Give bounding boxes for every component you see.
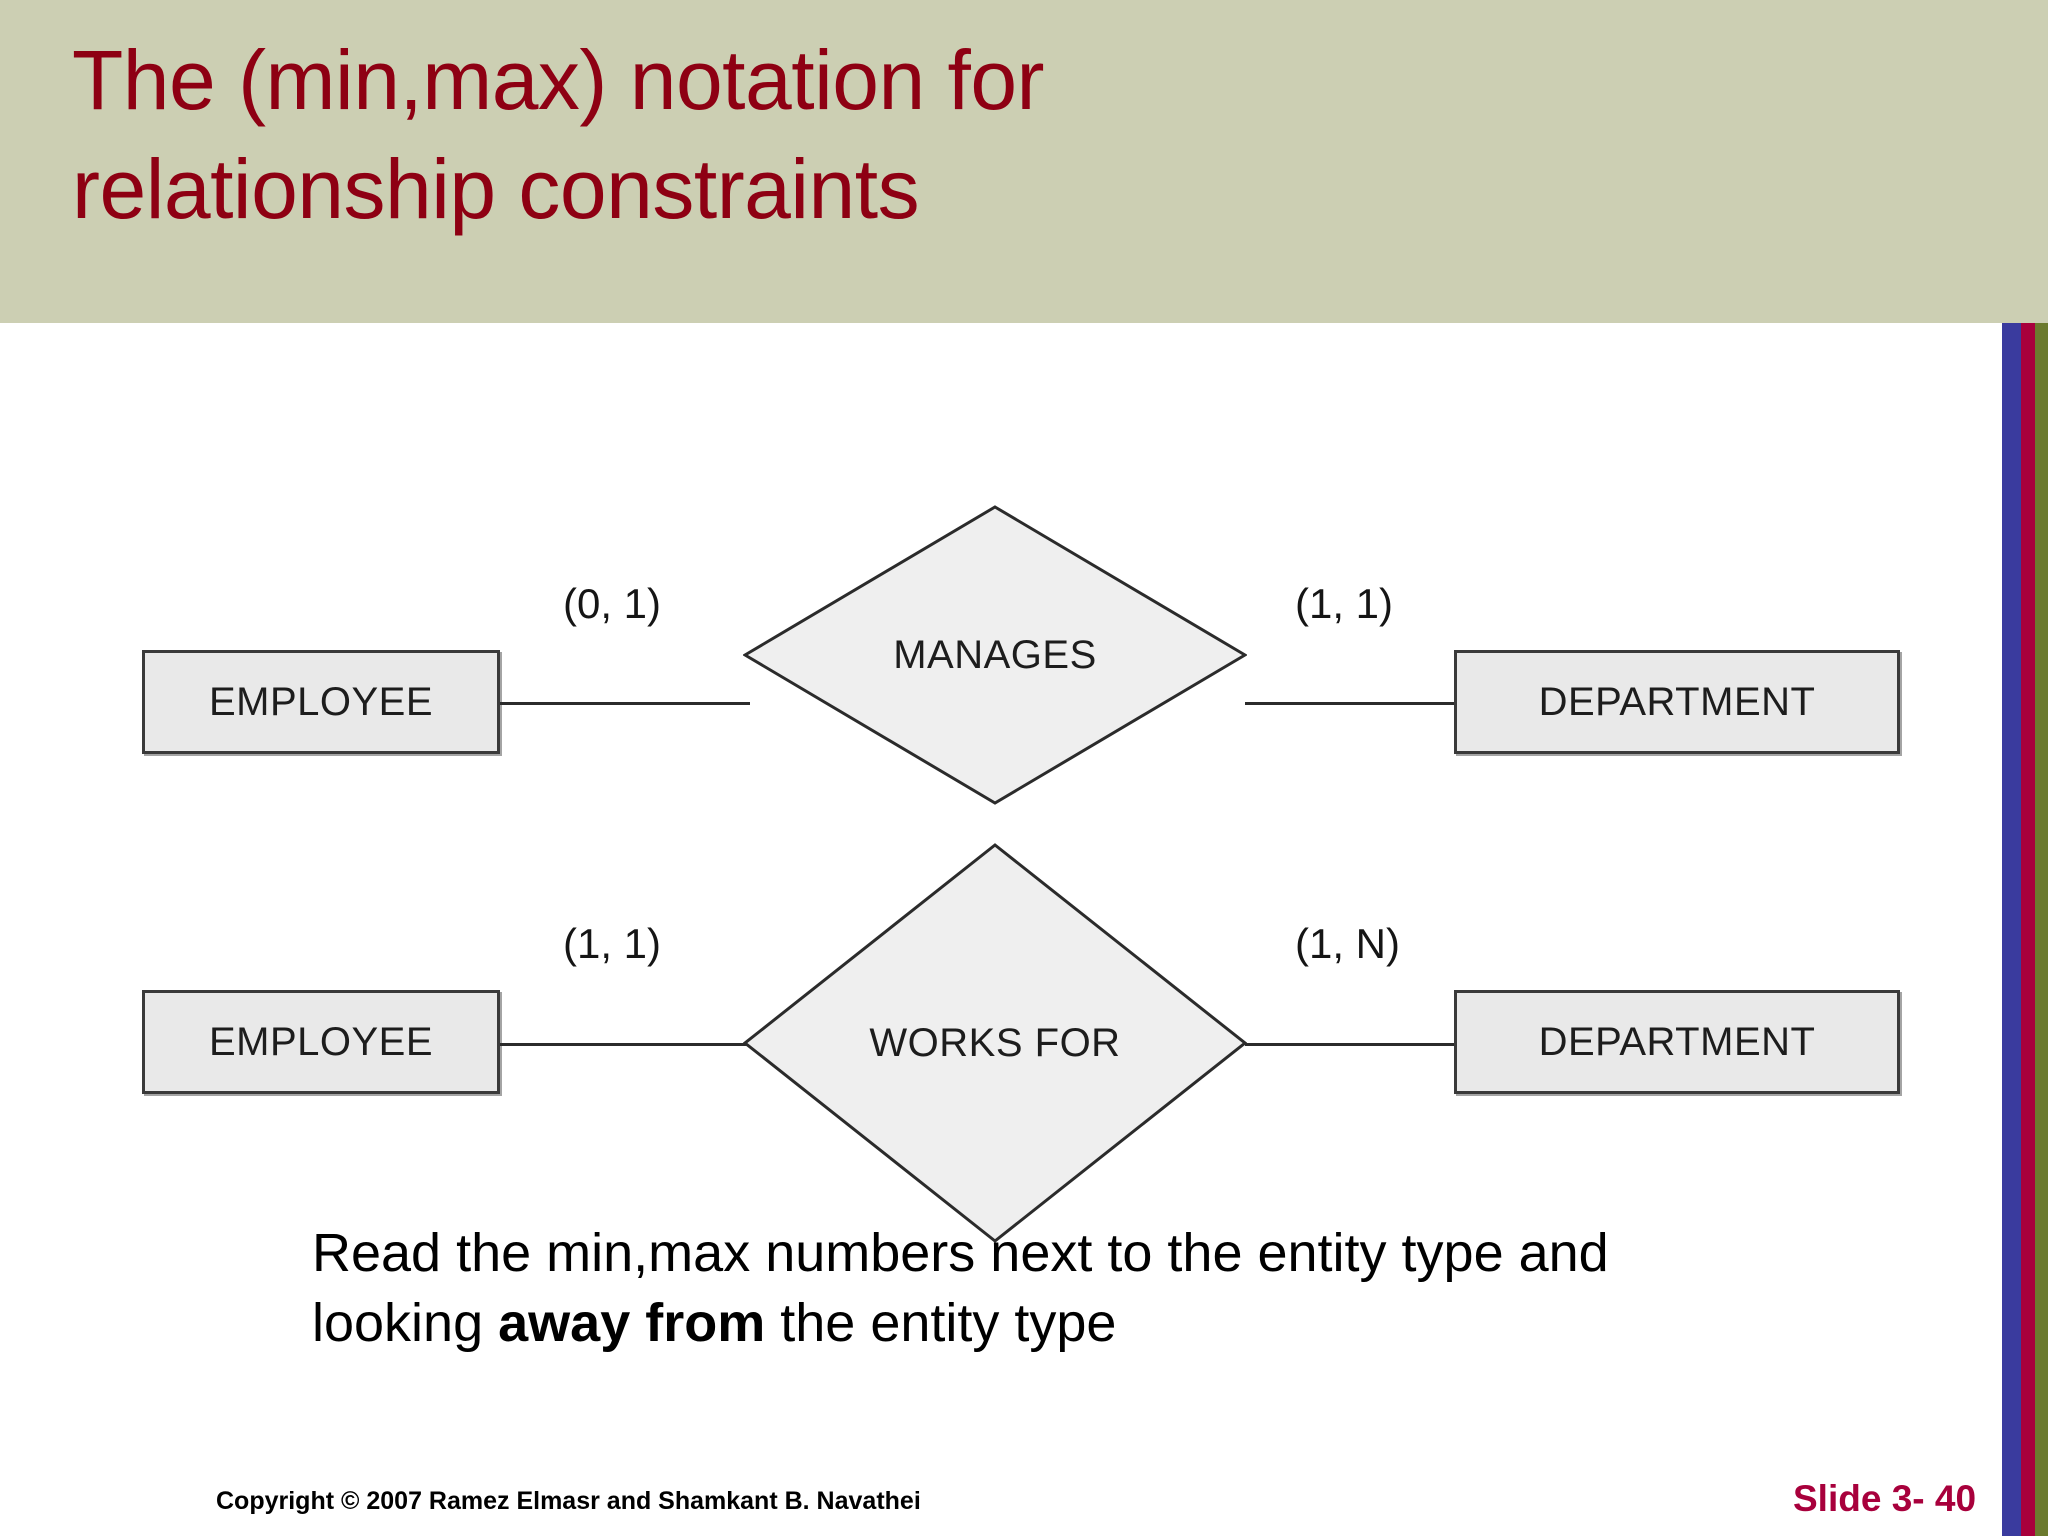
title-band: [0, 0, 2048, 323]
accent-band-olive: [2035, 323, 2048, 1536]
caption-text: Read the min,max numbers next to the ent…: [312, 1218, 1742, 1358]
accent-band-blue: [2002, 323, 2021, 1536]
entity-box-department-works-for[interactable]: DEPARTMENT: [1454, 990, 1900, 1094]
relationship-diamond-works-for[interactable]: WORKS FOR: [743, 843, 1247, 1243]
entity-box-employee-works-for[interactable]: EMPLOYEE: [142, 990, 500, 1094]
connector-left: [500, 1043, 750, 1046]
accent-stripe: [2002, 323, 2048, 1536]
cardinality-label-right: (1, N): [1295, 920, 1400, 967]
cardinality-label-left: (1, 1): [563, 920, 662, 967]
caption-emphasis: away from: [498, 1293, 766, 1354]
page-title: The (min,max) notation for relationship …: [72, 33, 1045, 237]
entity-box-employee-manages[interactable]: EMPLOYEE: [142, 650, 500, 754]
caption-part-2: the entity type: [765, 1293, 1117, 1354]
accent-band-crimson: [2021, 323, 2035, 1536]
copyright-notice: Copyright © 2007 Ramez Elmasr and Shamka…: [216, 1487, 921, 1515]
entity-label: EMPLOYEE: [208, 679, 434, 724]
connector-right: [1245, 1043, 1455, 1046]
slide-number: Slide 3- 40: [1793, 1478, 1977, 1519]
entity-label: DEPARTMENT: [1538, 1019, 1816, 1064]
connector-right: [1245, 702, 1455, 705]
connector-left: [500, 702, 750, 705]
entity-box-department-manages[interactable]: DEPARTMENT: [1454, 650, 1900, 754]
caption-part-1: Read the min,max numbers next to the ent…: [312, 1223, 1609, 1354]
cardinality-label-left: (0, 1): [563, 580, 662, 627]
relationship-diamond-manages[interactable]: MANAGES: [743, 505, 1247, 805]
cardinality-label-right: (1, 1): [1295, 580, 1394, 627]
entity-label: EMPLOYEE: [208, 1019, 434, 1064]
entity-label: DEPARTMENT: [1538, 679, 1816, 724]
